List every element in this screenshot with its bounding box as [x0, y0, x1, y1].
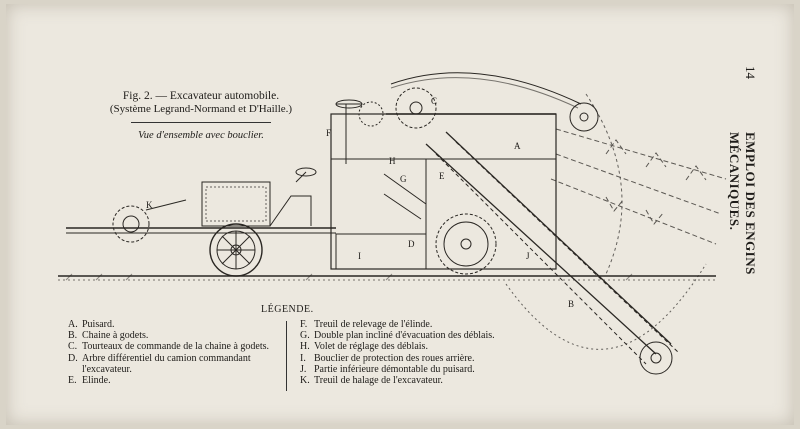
legend-title: LÉGENDE.	[261, 304, 314, 315]
chain-drive-c	[358, 87, 437, 129]
fig-label-i: I	[358, 251, 361, 261]
bottom-wheel	[639, 341, 673, 375]
running-title: EMPLOI DES ENGINS MÉCANIQUES.	[727, 132, 758, 275]
legend-key: E.	[68, 375, 77, 387]
ground-hatching	[65, 273, 633, 281]
discharge-chute-g	[383, 173, 427, 220]
fig-label-d: D	[408, 239, 415, 249]
legend-item: D. Arbre différentiel du camion commanda…	[68, 353, 282, 375]
legend-item: G. Double plan incliné d'évacuation des …	[300, 330, 518, 341]
legend-text: Treuil de halage de l'excavateur.	[314, 375, 443, 387]
legend-item: A. Puisard.	[68, 319, 282, 330]
excavator-frame	[330, 113, 557, 270]
raised-boom-position	[550, 128, 727, 245]
figure-caption: Fig. 2. — Excavateur automobile. (Systèm…	[96, 90, 306, 142]
legend-text: Double plan incliné d'évacuation des déb…	[314, 330, 495, 342]
boom-elinde	[425, 131, 679, 365]
legend-left-column: A. Puisard. B. Chaine à godets. C. Tourt…	[68, 319, 282, 386]
legend-divider	[286, 321, 287, 391]
legend-text: Volet de réglage des déblais.	[314, 341, 428, 353]
fig-label-e: E	[439, 171, 445, 181]
fig-label-g: G	[400, 174, 407, 184]
legend-text: Puisard.	[82, 319, 115, 330]
caption-title: Fig. 2. — Excavateur automobile.	[122, 90, 280, 102]
caption-system: (Système Legrand-Normand et D'Haille.)	[109, 103, 293, 115]
legend-item: C. Tourteaux de commande de la chaine à …	[68, 341, 282, 352]
fig-label-c: C	[431, 96, 437, 106]
legend-item: F. Treuil de relevage de l'élinde.	[300, 319, 518, 330]
figure-labels: A B C D E F G H I J K	[146, 96, 574, 309]
excavator-drawing: A B C D E F G H I J K	[58, 72, 727, 375]
legend-key: G.	[300, 330, 310, 342]
legend-text: Partie inférieure démontable du puisard.	[314, 363, 475, 375]
legend-text: Chaine à godets.	[82, 330, 149, 342]
fig-label-h: H	[389, 156, 396, 166]
legend-text: Bouclier de protection des roues arrière…	[314, 352, 475, 364]
legend-key: J.	[300, 363, 307, 375]
legend-right-column: F. Treuil de relevage de l'élinde. G. Do…	[300, 319, 518, 386]
fig-label-k: K	[146, 200, 153, 210]
caption-subtitle: Vue d'ensemble avec bouclier.	[138, 130, 264, 141]
legend-item: B. Chaine à godets.	[68, 330, 282, 341]
legend-key: D.	[68, 352, 78, 364]
legend-text: Arbre différentiel du camion commandant …	[82, 352, 251, 375]
fig-label-f: F	[326, 128, 331, 138]
fig-label-j: J	[526, 251, 530, 261]
legend-key: H.	[300, 341, 310, 353]
legend-text: Treuil de relevage de l'élinde.	[314, 319, 433, 330]
legend-key: B.	[68, 330, 78, 342]
legend-item: E. Elinde.	[68, 375, 282, 386]
legend-item: I. Bouclier de protection des roues arri…	[300, 353, 518, 364]
legend-item: K. Treuil de halage de l'excavateur.	[300, 375, 518, 386]
legend-key: A.	[68, 319, 78, 330]
legend-text: Elinde.	[82, 375, 111, 387]
legend-key: I.	[300, 352, 306, 364]
legend-key: K.	[300, 375, 310, 387]
book-page: 14 EMPLOI DES ENGINS MÉCANIQUES. Fig. 2.…	[6, 4, 794, 425]
truck-cab	[269, 195, 312, 227]
legend-key: C.	[68, 341, 78, 353]
legend-key: F.	[300, 319, 308, 330]
truck-body	[201, 181, 271, 227]
fig-label-a: A	[514, 141, 521, 151]
excavation-arc	[505, 263, 707, 350]
legend-text: Tourteaux de commande de la chaine à god…	[82, 341, 270, 353]
upper-chain-arc	[390, 72, 582, 105]
legend-item: J. Partie inférieure démontable du puisa…	[300, 364, 518, 375]
legend-item: H. Volet de réglage des déblais.	[300, 341, 518, 352]
top-pulley	[569, 102, 599, 132]
page-number: 14	[743, 66, 758, 79]
fig-label-b: B	[568, 299, 574, 309]
shield-i	[335, 233, 427, 270]
rear-wheel	[435, 213, 497, 275]
front-wheel	[209, 223, 263, 277]
haulage-winch-k	[112, 199, 187, 243]
caption-rule	[131, 122, 271, 123]
